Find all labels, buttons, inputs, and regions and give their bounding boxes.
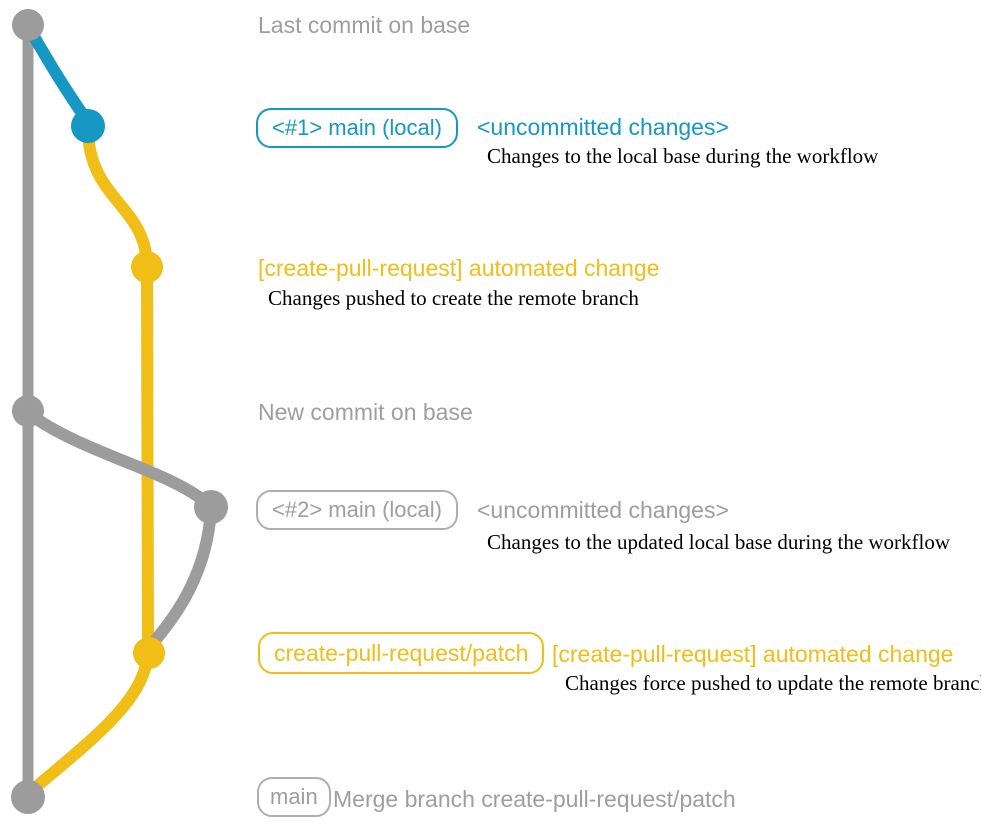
uncommitted-changes-desc-1: Changes to the local base during the wor… [487, 144, 879, 168]
automated-change-title-2: [create-pull-request] automated change [552, 641, 954, 667]
branch-badge-create-pull-request-patch: create-pull-request/patch [258, 632, 545, 674]
automated-change-desc-1: Changes pushed to create the remote bran… [268, 286, 639, 310]
base-tip-label: Last commit on base [258, 12, 471, 38]
commit-node-base-tip [12, 9, 44, 41]
new-base-commit-label: New commit on base [258, 399, 473, 425]
branch-badge-main: main [257, 777, 331, 817]
git-graph [11, 9, 228, 814]
uncommitted-changes-title-2: <uncommitted changes> [477, 497, 729, 523]
uncommitted-changes-desc-2: Changes to the updated local base during… [487, 530, 951, 554]
automated-change-desc-2: Changes force pushed to update the remot… [565, 671, 981, 695]
merge-commit-message: Merge branch create-pull-request/patch [333, 786, 736, 812]
automated-change-title-1: [create-pull-request] automated change [258, 255, 660, 281]
branch-badge-main-local-2: <#2> main (local) [256, 490, 458, 530]
commit-node-pr-2 [133, 637, 165, 669]
commit-node-local-1 [71, 109, 105, 143]
commit-node-pr-1 [131, 251, 163, 283]
pr-branch-line [24, 122, 155, 798]
branch-badge-main-local-1: <#1> main (local) [256, 108, 458, 148]
local-changes-line-2 [22, 407, 215, 511]
uncommitted-changes-title-1: <uncommitted changes> [477, 114, 729, 140]
local-changes-line-1 [23, 22, 94, 128]
commit-node-base-new [12, 395, 44, 427]
commit-node-merge [11, 780, 45, 814]
commit-node-local-2 [194, 490, 228, 524]
force-push-line [146, 504, 217, 650]
